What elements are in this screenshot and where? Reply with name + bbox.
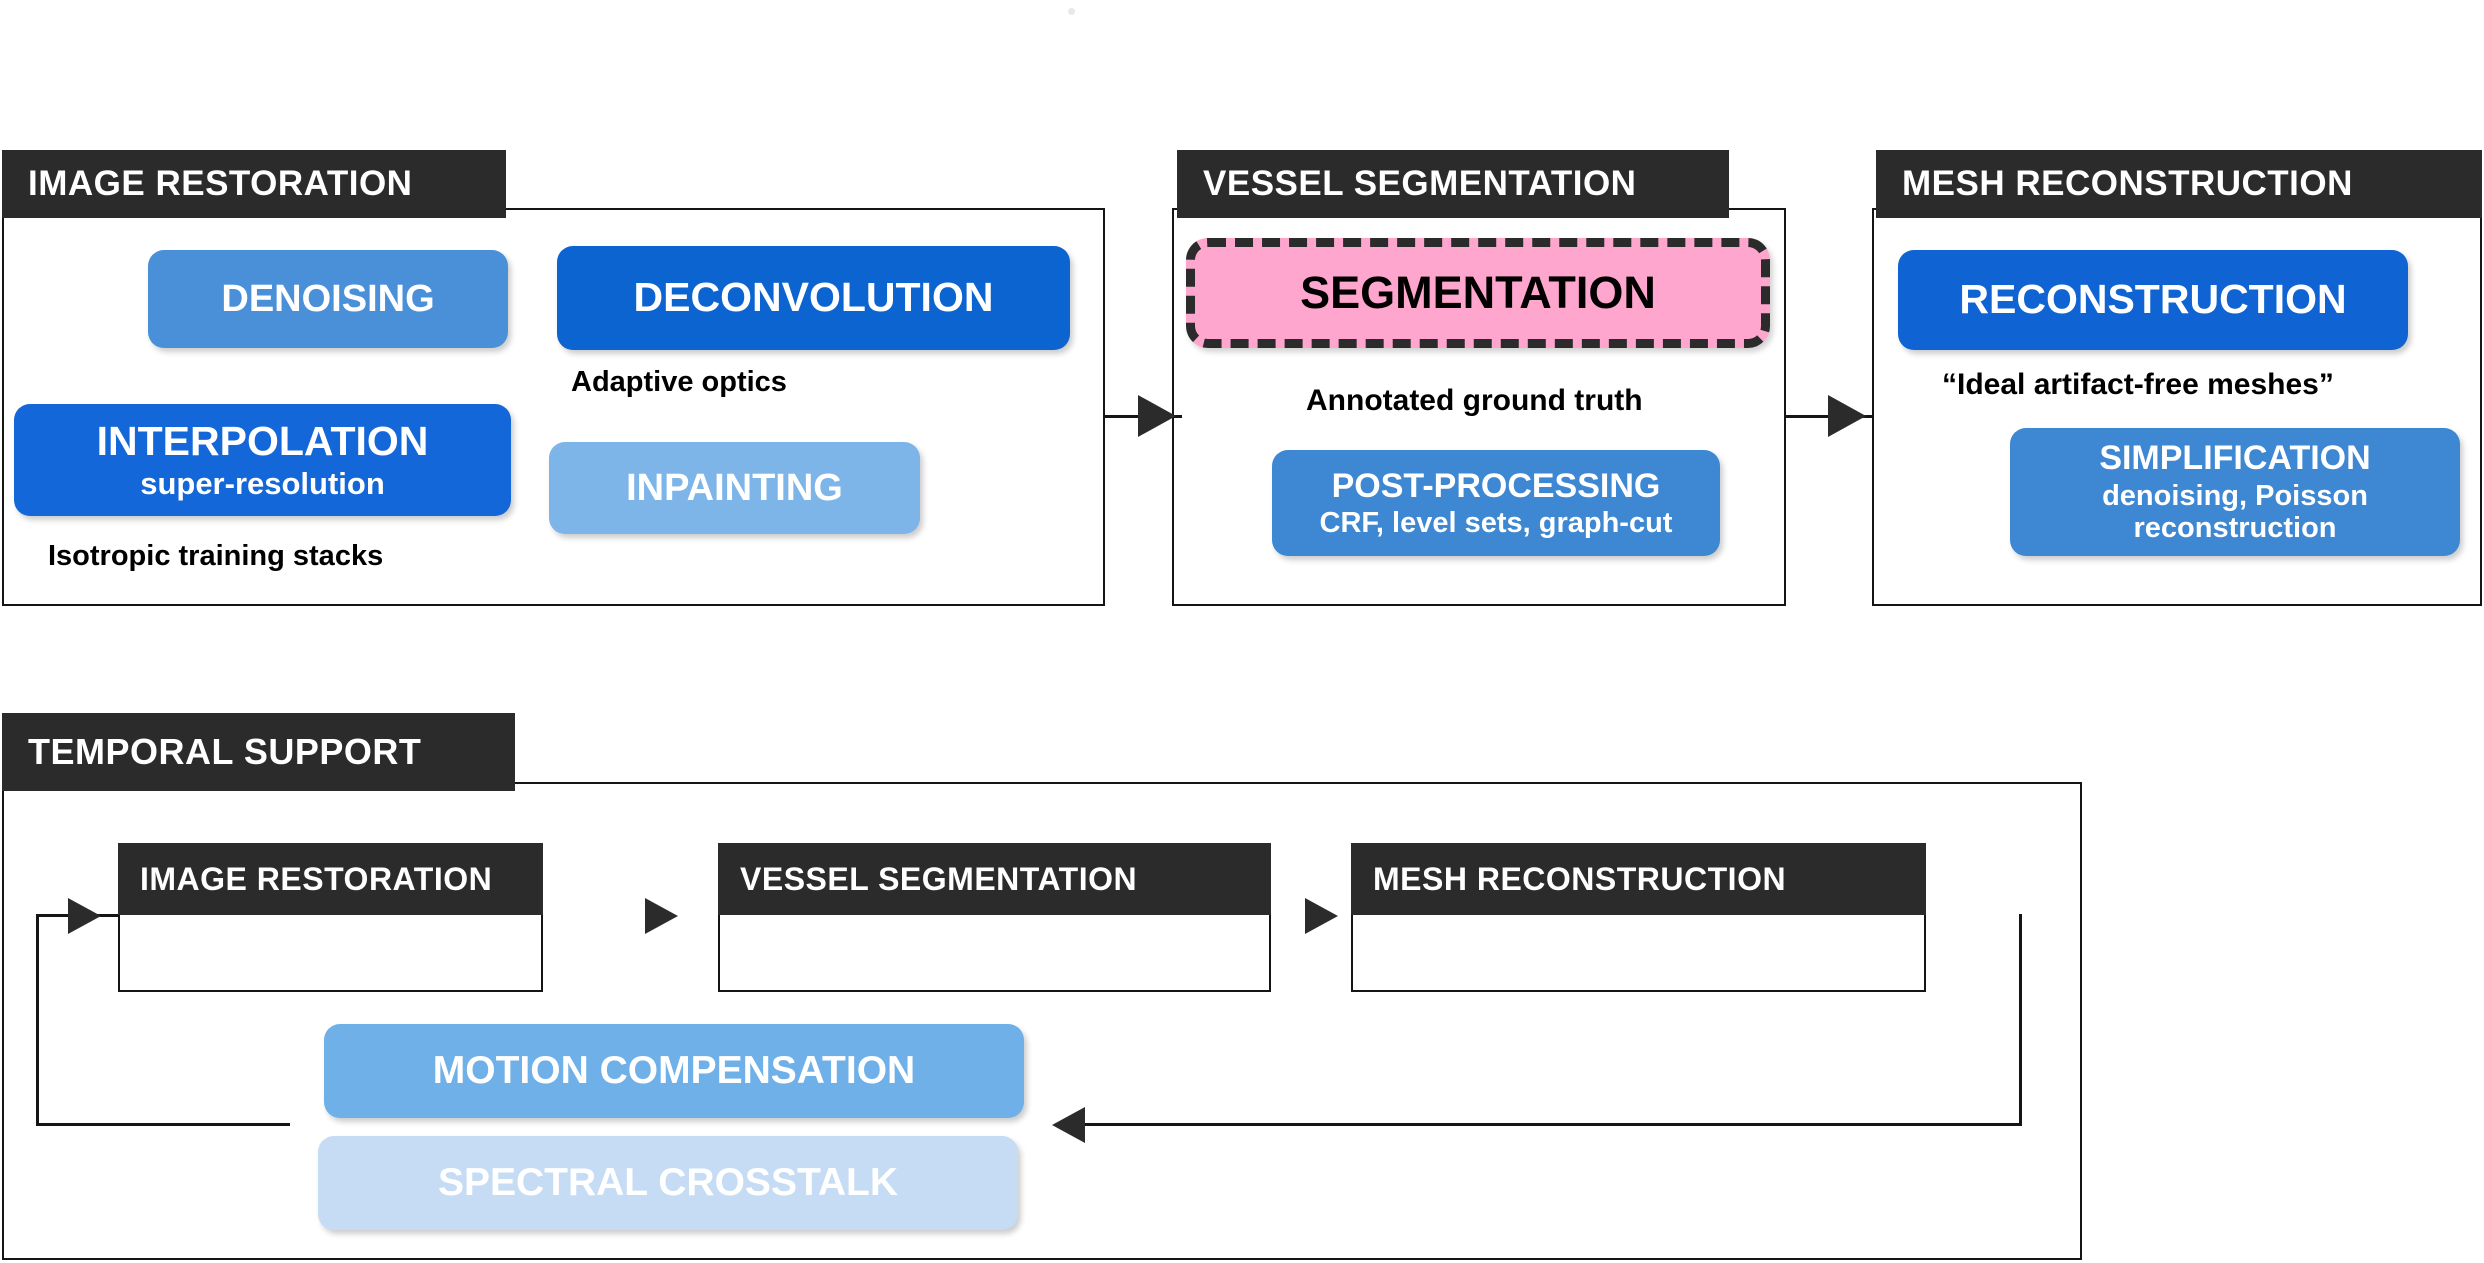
- block-reconstruction-label: RECONSTRUCTION: [1959, 276, 2347, 323]
- block-simplification[interactable]: SIMPLIFICATION denoising, Poisson recons…: [2010, 428, 2460, 556]
- block-spectral-crosstalk[interactable]: SPECTRAL CROSSTALK: [318, 1136, 1018, 1230]
- temporal-stage-header-vessel-segmentation: VESSEL SEGMENTATION: [718, 843, 1271, 915]
- panel-header-vessel-segmentation: VESSEL SEGMENTATION: [1177, 150, 1729, 218]
- block-motion-compensation[interactable]: MOTION COMPENSATION: [324, 1024, 1024, 1118]
- panel-header-image-restoration: IMAGE RESTORATION: [2, 150, 506, 218]
- temporal-stage-body-image-restoration: [118, 912, 543, 992]
- block-inpainting[interactable]: INPAINTING: [549, 442, 920, 534]
- block-denoising[interactable]: DENOISING: [148, 250, 508, 348]
- adaptive-optics-caption: Adaptive optics: [571, 366, 787, 398]
- block-reconstruction[interactable]: RECONSTRUCTION: [1898, 250, 2408, 350]
- arrow-restoration-to-segmentation: [1138, 395, 1176, 437]
- arrow-feedback-return: [1052, 1107, 1085, 1143]
- block-segmentation[interactable]: SEGMENTATION: [1186, 238, 1770, 348]
- panel-header-temporal-support: TEMPORAL SUPPORT: [2, 713, 515, 791]
- block-segmentation-label: SEGMENTATION: [1300, 267, 1656, 318]
- temporal-stage-header-image-restoration: IMAGE RESTORATION: [118, 843, 543, 915]
- temporal-stage-body-mesh-reconstruction: [1351, 912, 1926, 992]
- block-post-processing[interactable]: POST-PROCESSING CRF, level sets, graph-c…: [1272, 450, 1720, 556]
- artifact-speck: [1068, 8, 1075, 15]
- block-deconvolution-label: DECONVOLUTION: [633, 274, 994, 321]
- block-simplification-label: SIMPLIFICATION: [2099, 439, 2371, 478]
- block-interpolation-sublabel: super-resolution: [140, 465, 385, 501]
- arrow-segmentation-to-mesh: [1828, 395, 1866, 437]
- arrow-temporal-restoration-to-segmentation: [645, 898, 678, 934]
- temporal-stage-body-vessel-segmentation: [718, 912, 1271, 992]
- arrow-feedback-into-restoration: [68, 898, 101, 934]
- feedback-line-vertical-left: [36, 914, 39, 1126]
- temporal-stage-header-mesh-reconstruction: MESH RECONSTRUCTION: [1351, 843, 1926, 915]
- block-motion-compensation-label: MOTION COMPENSATION: [432, 1049, 916, 1093]
- feedback-line-vertical-right: [2019, 914, 2022, 1126]
- isotropic-stacks-caption: Isotropic training stacks: [48, 540, 384, 572]
- block-interpolation-label: INTERPOLATION: [96, 417, 429, 464]
- feedback-line-bottom-left: [36, 1123, 290, 1126]
- block-interpolation[interactable]: INTERPOLATION super-resolution: [14, 404, 511, 516]
- block-inpainting-label: INPAINTING: [626, 466, 843, 509]
- block-post-processing-sublabel: CRF, level sets, graph-cut: [1319, 506, 1673, 539]
- block-spectral-crosstalk-label: SPECTRAL CROSSTALK: [437, 1161, 899, 1205]
- block-simplification-sublabel: denoising, Poisson reconstruction: [2102, 479, 2368, 545]
- panel-header-mesh-reconstruction: MESH RECONSTRUCTION: [1876, 150, 2482, 218]
- annotated-ground-truth-caption: Annotated ground truth: [1306, 384, 1643, 417]
- feedback-line-bottom-right: [1085, 1123, 2022, 1126]
- block-deconvolution[interactable]: DECONVOLUTION: [557, 246, 1070, 350]
- arrow-temporal-segmentation-to-mesh: [1305, 898, 1338, 934]
- block-denoising-label: DENOISING: [221, 277, 435, 320]
- ideal-meshes-caption: “Ideal artifact-free meshes”: [1942, 368, 2334, 401]
- block-post-processing-label: POST-PROCESSING: [1331, 466, 1661, 505]
